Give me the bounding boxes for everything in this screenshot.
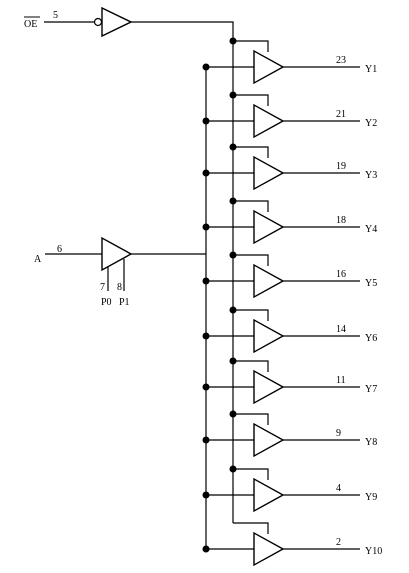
output-pin-number-y9: 4 bbox=[336, 483, 341, 494]
data-junction-y4 bbox=[202, 223, 210, 231]
oe-buffer bbox=[101, 6, 133, 38]
enable-wire-y8 bbox=[233, 413, 269, 425]
output-label-y9: Y9 bbox=[365, 492, 377, 503]
output-pin-number-y4: 18 bbox=[336, 215, 346, 226]
enable-junction-y4 bbox=[229, 197, 237, 205]
enable-junction-y1 bbox=[229, 37, 237, 45]
output-label-y3: Y3 bbox=[365, 170, 377, 181]
data-junction-y10 bbox=[202, 545, 210, 553]
p0-pin-number: 7 bbox=[100, 282, 105, 293]
data-junction-y3 bbox=[202, 169, 210, 177]
data-junction-y9 bbox=[202, 491, 210, 499]
a-input-buffer bbox=[101, 236, 133, 272]
output-label-y2: Y2 bbox=[365, 118, 377, 129]
p1-label: P1 bbox=[119, 297, 130, 308]
oe-enable-bus bbox=[131, 21, 234, 523]
output-label-y7: Y7 bbox=[365, 384, 377, 395]
data-junction-y1 bbox=[202, 63, 210, 71]
output-pin-number-y5: 16 bbox=[336, 269, 346, 280]
enable-wire-y4 bbox=[233, 200, 269, 212]
output-pin-number-y3: 19 bbox=[336, 161, 346, 172]
oe-pin-number: 5 bbox=[53, 10, 58, 21]
output-buffer-y9 bbox=[253, 477, 285, 513]
output-buffer-y3 bbox=[253, 155, 285, 191]
enable-junction-y9 bbox=[229, 465, 237, 473]
output-buffer-y7 bbox=[253, 369, 285, 405]
enable-wire-y9 bbox=[233, 468, 269, 480]
enable-junction-y7 bbox=[229, 357, 237, 365]
output-pin-number-y8: 9 bbox=[336, 428, 341, 439]
output-label-y6: Y6 bbox=[365, 333, 377, 344]
enable-wire-y5 bbox=[233, 254, 269, 266]
enable-junction-y3 bbox=[229, 143, 237, 151]
output-label-y8: Y8 bbox=[365, 437, 377, 448]
enable-wire-y10 bbox=[233, 522, 269, 534]
output-buffer-y1 bbox=[253, 49, 285, 85]
data-junction-y2 bbox=[202, 117, 210, 125]
output-label-y5: Y5 bbox=[365, 278, 377, 289]
a-input-label: A bbox=[34, 254, 42, 265]
enable-wire-y2 bbox=[233, 94, 269, 106]
output-buffer-y8 bbox=[253, 422, 285, 458]
p0-label: P0 bbox=[101, 297, 112, 308]
enable-wire-y7 bbox=[233, 360, 269, 372]
enable-wire-y1 bbox=[233, 40, 269, 52]
enable-junction-y5 bbox=[229, 251, 237, 259]
output-pin-number-y7: 11 bbox=[336, 375, 346, 386]
output-pin-number-y10: 2 bbox=[336, 537, 341, 548]
output-pin-number-y2: 21 bbox=[336, 109, 346, 120]
output-buffer-y6 bbox=[253, 318, 285, 354]
output-label-y10: Y10 bbox=[365, 546, 382, 557]
output-label-y4: Y4 bbox=[365, 224, 377, 235]
data-junction-y8 bbox=[202, 436, 210, 444]
oe-label: OE bbox=[24, 19, 37, 30]
data-junction-y7 bbox=[202, 383, 210, 391]
enable-wire-y6 bbox=[233, 309, 269, 321]
enable-wire-y3 bbox=[233, 146, 269, 158]
output-buffer-y4 bbox=[253, 209, 285, 245]
output-pin-number-y1: 23 bbox=[336, 55, 346, 66]
data-junction-y5 bbox=[202, 277, 210, 285]
enable-junction-y2 bbox=[229, 91, 237, 99]
output-buffer-y10 bbox=[253, 531, 285, 567]
output-label-y1: Y1 bbox=[365, 64, 377, 75]
enable-junction-y6 bbox=[229, 306, 237, 314]
output-buffer-y2 bbox=[253, 103, 285, 139]
output-pin-number-y6: 14 bbox=[336, 324, 346, 335]
data-junction-y6 bbox=[202, 332, 210, 340]
a-pin-number: 6 bbox=[57, 244, 62, 255]
p1-pin-number: 8 bbox=[117, 282, 122, 293]
enable-junction-y8 bbox=[229, 410, 237, 418]
oe-inversion-bubble bbox=[93, 17, 103, 27]
output-buffer-y5 bbox=[253, 263, 285, 299]
